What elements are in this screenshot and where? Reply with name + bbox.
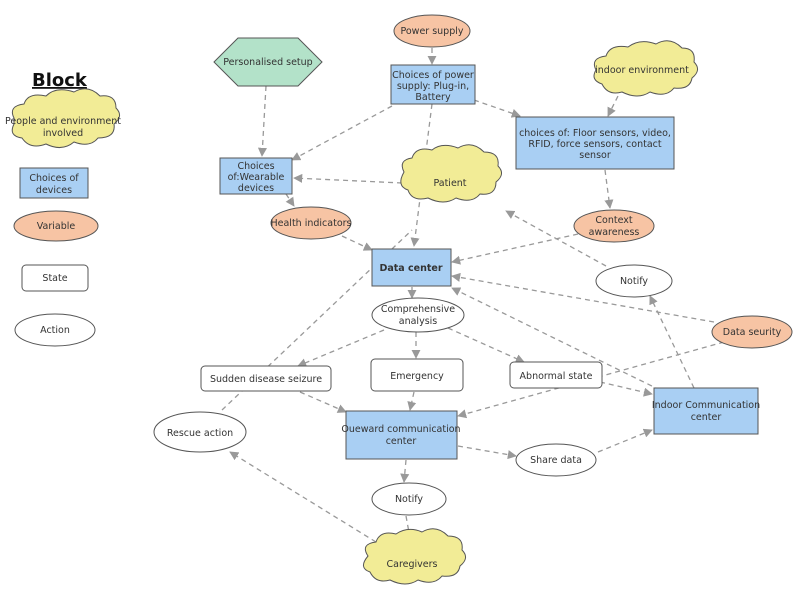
legend-device-shape [19,167,89,199]
node-context-awareness-line2: awareness [589,227,640,238]
legend-action-label: Action [40,325,70,336]
edge-caregivers-to-rescue [229,451,377,543]
node-notify-bottom [371,482,447,516]
node-data-security [711,315,793,349]
edge-health-to-datacenter [341,235,373,251]
node-sudden-disease [200,365,332,392]
node-abnormal-state [509,361,603,389]
node-choices-wearable-line2: of:Wearable [228,172,285,183]
node-emergency-label: Emergency [390,371,444,382]
node-choices-power-line1: Choices of power [392,70,474,81]
node-choices-floor-line1: choices of: Floor sensors, video, [519,128,671,139]
node-abnormal-state-label: Abnormal state [520,371,593,382]
edge-datasecurity-to-datacenter [451,272,715,323]
node-power-supply-label: Power supply [400,26,463,37]
legend-device-label-line2: devices [36,185,72,196]
edge-wearable-to-health [285,193,295,207]
node-indoor-environment [593,40,698,97]
node-indoor-environment-label: indoor environment [595,65,689,76]
node-patient-label: Patient [433,178,466,189]
edge-indoorcomm-to-notify [649,295,695,389]
node-personalised-setup-label: Personalised setup [223,57,312,68]
edge-patient-to-wearable [293,173,403,184]
node-choices-floor [515,116,675,170]
edge-notify-to-patient [505,210,607,267]
node-context-awareness [573,209,655,243]
edge-share-to-indoorcomm [597,428,653,453]
node-choices-wearable-line3: devices [238,183,274,194]
legend-cloud-label-line2: involved [43,128,83,139]
node-rescue-action [153,411,247,453]
node-caregivers-label: Caregivers [387,559,438,570]
node-comprehensive-analysis [371,297,465,333]
legend-cloud-label-line1: People and environment [5,116,121,127]
edge-abnormal-to-indoorcomm [599,381,653,397]
legend-device-label-line1: Choices of [29,173,79,184]
edge-choicespower-to-floor [473,99,521,118]
edge-analysis-to-sudden [297,329,385,368]
node-caregivers [363,528,466,585]
legend-variable-label: Variable [37,221,76,232]
node-comprehensive-analysis-line2: analysis [399,316,438,327]
node-context-awareness-line1: Context [595,215,632,226]
node-indoor-comm-line1: Indoor Communication [652,400,760,411]
node-comprehensive-analysis-line1: Comprehensive [381,304,455,315]
edge-choicespower-to-datacenter [410,103,433,247]
node-choices-floor-line2: RFID, force sensors, contact [528,139,661,150]
node-health-indicators [270,206,352,240]
legend-variable-shape [13,210,99,242]
node-sudden-disease-label: Sudden disease seizure [210,374,322,385]
node-indoor-comm-line2: center [691,412,722,423]
edge-personalised-to-wearable [257,85,268,157]
node-power-supply [393,14,471,48]
node-data-security-label: Data seurity [723,327,782,338]
edge-floor-to-context [604,169,614,209]
node-notify-right [595,264,673,298]
edge-choicespower-to-wearable [291,105,393,161]
node-choices-wearable-line1: Choices [237,161,274,172]
node-rescue-action-label: Rescue action [167,428,233,439]
node-health-indicators-label: Health indicators [271,218,352,229]
node-patient [400,144,502,203]
legend-action-shape [14,313,96,347]
edges [221,48,725,543]
node-choices-wearable [219,157,293,195]
node-notify-bottom-label: Notify [395,494,423,505]
node-emergency [370,358,464,392]
node-share-data [515,443,597,477]
edge-sudden-to-outward [299,391,347,413]
node-choices-floor-line3: sensor [579,150,611,161]
node-notify-right-label: Notify [620,276,648,287]
edge-indoorcomm-to-datacenter [451,287,661,391]
legend-state-label: State [42,273,67,284]
node-data-center-label: Data center [379,263,442,274]
legend: Block People and environment involved Ch… [5,70,121,347]
node-personalised-setup [213,37,323,87]
node-choices-power-line2: supply: Plug-in, [397,81,469,92]
node-choices-power [390,64,476,105]
edge-outward-to-notify [400,459,410,483]
node-outward-comm [345,410,458,460]
legend-state-shape [21,264,89,292]
edge-outward-to-share [457,445,517,460]
node-choices-power-line3: Battery [415,92,451,103]
edge-context-to-datacenter [451,233,579,265]
node-data-center [371,248,452,287]
edge-emergency-to-outward [407,391,417,411]
edge-analysis-to-abnormal [447,327,525,363]
node-outward-comm-line2: center [386,436,417,447]
node-indoor-comm [653,387,759,435]
legend-cloud-shape [11,88,120,148]
node-share-data-label: Share data [530,455,582,466]
node-outward-comm-line1: Oueward communication [341,424,460,435]
legend-title: Block [32,70,88,91]
